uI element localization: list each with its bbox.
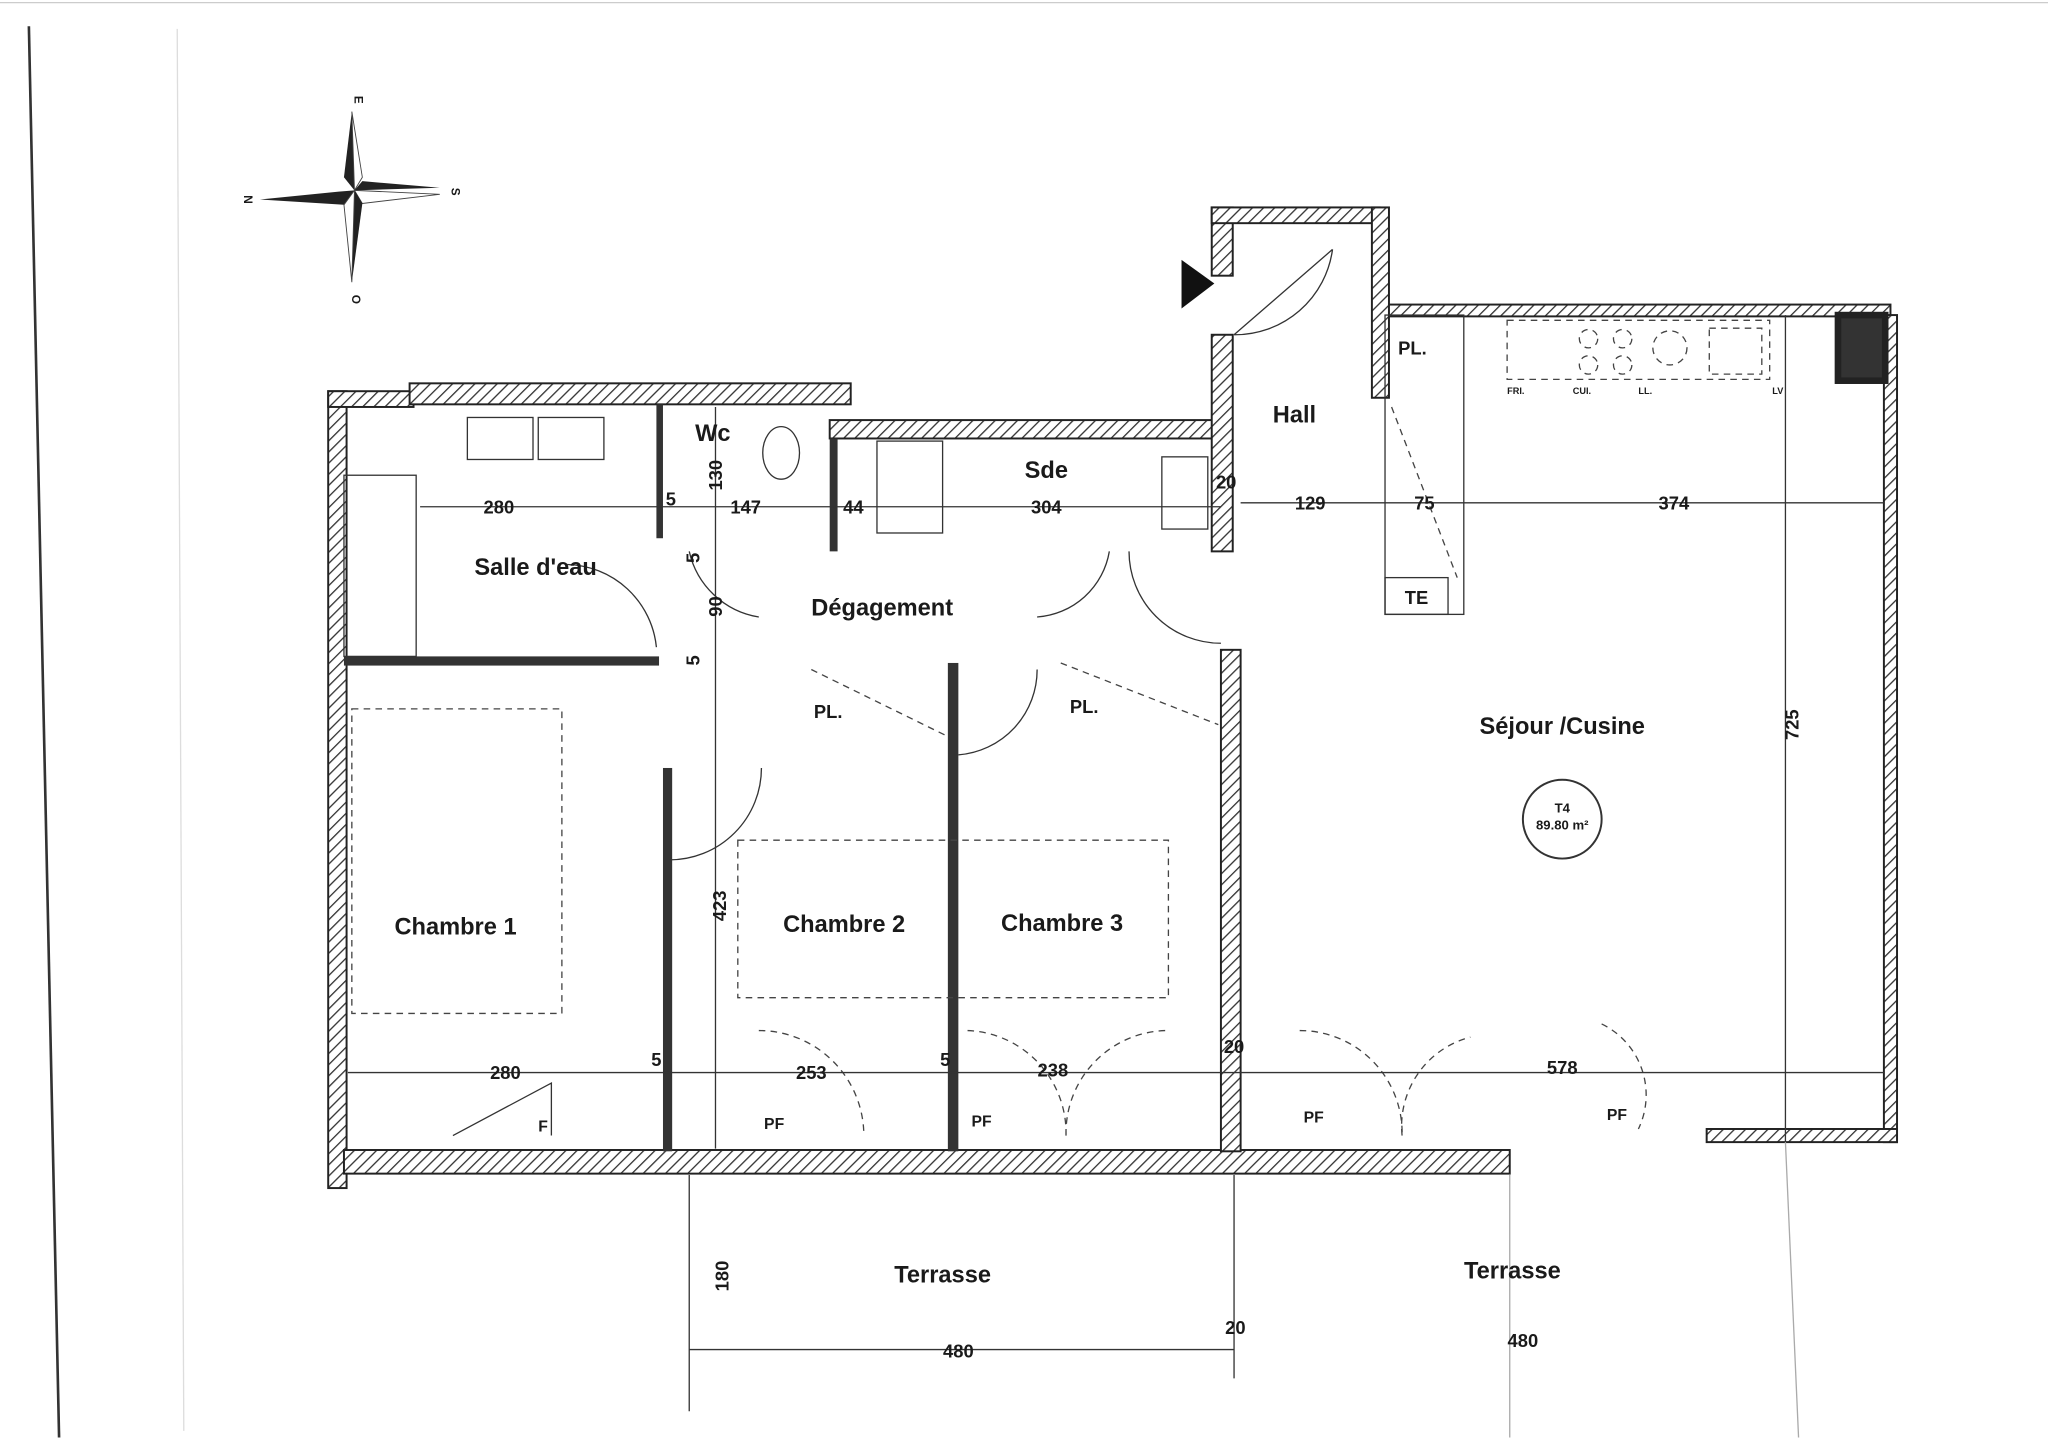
compass-west-label: O (349, 295, 363, 304)
scan-edge-left (27, 26, 61, 1438)
window-label-pf: PF (1607, 1107, 1628, 1124)
unit-area: 89.80 m² (1536, 818, 1589, 833)
entrance-arrow-icon (1181, 259, 1215, 309)
dim-label: 5 (683, 553, 704, 563)
compass-north-label: N (241, 195, 255, 204)
dim-salle-width: 280 (484, 496, 515, 517)
dim-label: 5 (651, 1049, 661, 1070)
fixtures (343, 319, 1771, 1015)
room-label-salle-deau: Salle d'eau (474, 555, 597, 581)
dim-sejour-depth: 725 (1782, 709, 1803, 740)
window-label-f: F (538, 1119, 548, 1136)
walls (327, 206, 1899, 1190)
window-label-pf: PF (1304, 1109, 1325, 1126)
unit-badge-circle (1521, 778, 1603, 860)
fixture-label-fri: FRI. (1507, 386, 1524, 396)
dim-terrace-2-width: 480 (1508, 1330, 1539, 1351)
compass-south-label: S (449, 188, 463, 196)
toilet-icon (762, 425, 801, 480)
room-label-chambre-3: Chambre 3 (1001, 911, 1123, 937)
dim-label: 5 (940, 1049, 950, 1070)
dim-ch3-width: 238 (1038, 1059, 1069, 1080)
dim-sde-width: 304 (1031, 496, 1062, 517)
fixture-label-pl-ch3: PL. (1070, 696, 1099, 717)
room-label-chambre-2: Chambre 2 (783, 912, 905, 938)
dim-terrace-1-width: 480 (943, 1340, 974, 1361)
room-label-degagement: Dégagement (811, 596, 953, 622)
dim-ch1-width: 280 (490, 1062, 521, 1083)
dim-ch2-width: 253 (796, 1062, 827, 1083)
dim-label: 5 (666, 488, 676, 509)
fixture-label-pl-ch2: PL. (814, 701, 843, 722)
vanity-icon (1161, 456, 1209, 530)
bed-outline (737, 839, 1170, 999)
fixture-label-cui: CUI. (1573, 386, 1591, 396)
scan-edge-inner (176, 28, 185, 1431)
room-label-wc: Wc (695, 421, 730, 447)
dim-label: 20 (1224, 1036, 1244, 1057)
room-label-terrasse-2: Terrasse (1464, 1259, 1561, 1285)
bathtub-icon (343, 474, 417, 658)
room-label-sde: Sde (1025, 458, 1068, 484)
sink-icon (537, 416, 605, 461)
dimension-lines (347, 315, 1884, 1438)
dim-label: 20 (1216, 471, 1236, 492)
dim-wc-width: 147 (730, 496, 761, 517)
sink-icon (466, 416, 534, 461)
fixture-label-lv: LV (1772, 386, 1784, 396)
unit-type: T4 (1555, 801, 1571, 816)
window-label-pf: PF (764, 1116, 785, 1133)
dim-label: 20 (1225, 1317, 1245, 1338)
dim-terrace-depth: 180 (712, 1261, 733, 1292)
room-label-chambre-1: Chambre 1 (394, 915, 516, 941)
compass-rose-icon: E N S O (241, 96, 462, 304)
fixture-label-ll: LL. (1638, 386, 1652, 396)
compass-east-label: E (351, 96, 365, 104)
dim-label: 5 (683, 655, 704, 665)
dim-hall-width: 129 (1295, 492, 1326, 513)
washing-machine-icon (1652, 330, 1688, 366)
fixture-label-te: TE (1405, 587, 1428, 608)
room-label-sejour-cuisine: Séjour /Cusine (1480, 714, 1645, 740)
room-label-terrasse-1: Terrasse (894, 1263, 991, 1289)
room-label-hall: Hall (1273, 403, 1316, 429)
kitchen-sink-icon (1708, 327, 1763, 375)
dim-degagement-depth: 90 (705, 596, 726, 616)
dim-label: 75 (1414, 492, 1434, 513)
dim-sejour-width-2: 578 (1547, 1057, 1578, 1078)
dim-shaft: 44 (843, 496, 864, 517)
dim-bedroom-depth: 423 (709, 891, 730, 922)
doors (452, 248, 1647, 1137)
shower-icon (876, 440, 944, 534)
kitchen-counter (1506, 319, 1771, 381)
dim-sejour-width: 374 (1659, 492, 1690, 513)
window-label-pf: PF (971, 1113, 992, 1130)
bed-outline (351, 708, 563, 1015)
fixture-label-pl-hall: PL. (1398, 337, 1427, 358)
dim-wc-depth: 130 (705, 460, 726, 491)
